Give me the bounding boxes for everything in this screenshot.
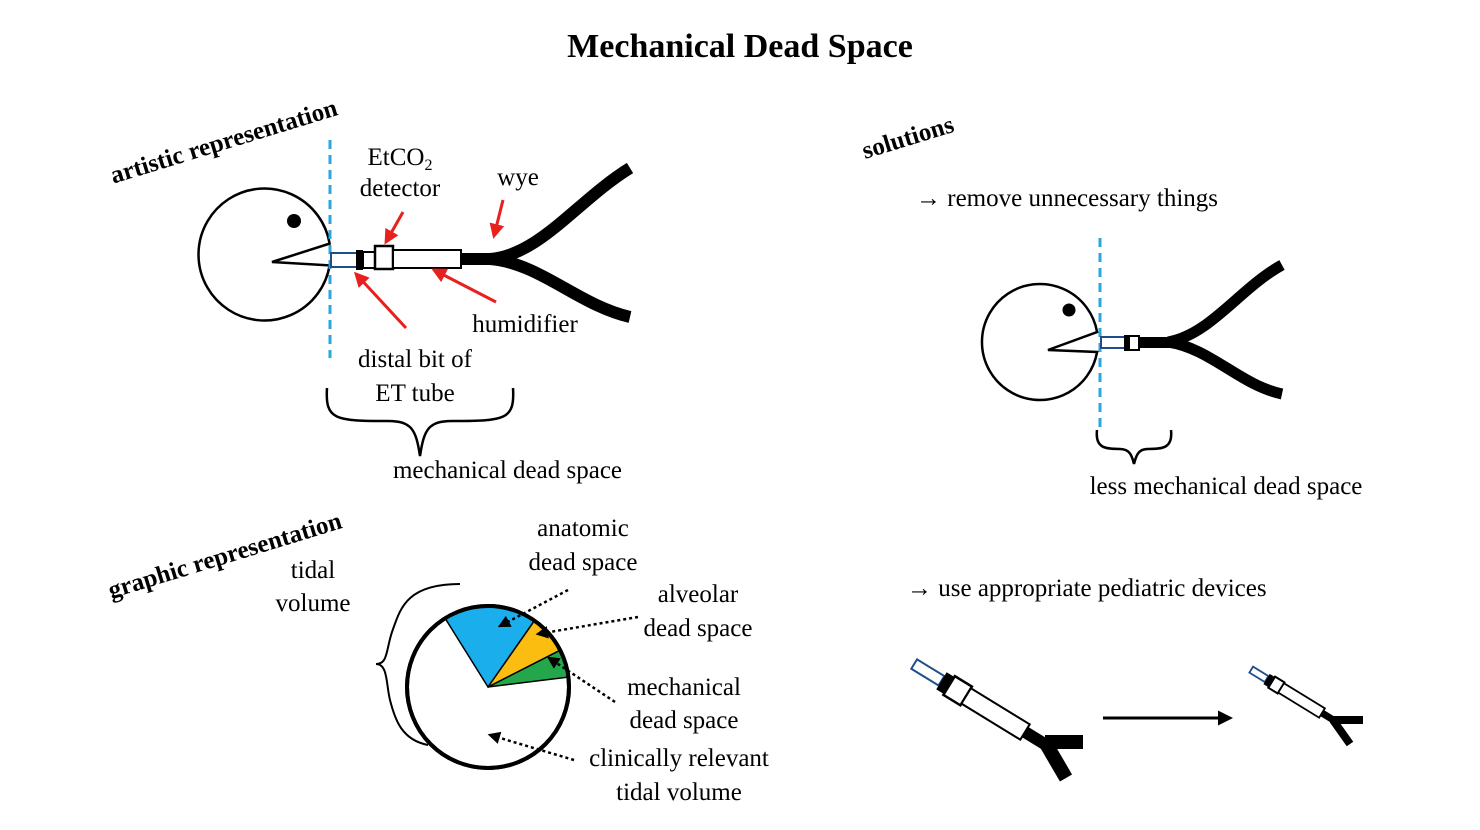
pediatric-device [1248,665,1337,724]
mechanical-dead-space-label: mechanical dead space [392,457,623,484]
humidifier-label: humidifier [472,311,578,338]
adult-device [909,658,1052,752]
anatomic-label-line2: dead space [528,549,638,576]
tidal-volume-label-line2: volume [275,590,351,617]
mechanical-label-line1: mechanical [627,674,741,701]
alveolar-label-line2: dead space [643,615,753,642]
solution-remove-unnecessary: → remove unnecessary things [916,185,1219,212]
annotation-arrows [353,199,505,330]
less-mds-brace [1095,429,1173,465]
anatomic-label-line1: anatomic [537,515,629,542]
artistic-tube-assembly [330,244,495,271]
et-tube-label-line2: ET tube [375,380,455,407]
artistic-face [197,187,332,322]
pediatric-device-wye [1329,716,1363,747]
mds-brace [325,387,515,457]
alveolar-label-line1: alveolar [657,581,739,608]
solutions-tube-assembly [1100,335,1173,351]
adult-device-wye [1038,735,1083,782]
solution-pediatric-devices: → use appropriate pediatric devices [907,575,1267,602]
et-tube-label-line1: distal bit of [358,346,472,373]
solutions-wye [1166,260,1285,400]
mechanical-label-line2: dead space [629,707,739,734]
etco2-label-line2: detector [359,175,441,202]
wye-connector [489,162,634,323]
diagram-title: Mechanical Dead Space [567,28,913,65]
etco2-label-line1: EtCO2 [367,144,433,174]
solutions-face [980,282,1099,402]
less-mechanical-dead-space-label: less mechanical dead space [1089,473,1363,500]
wye-label: wye [497,164,539,191]
pie-leader-lines [487,588,639,762]
clinical-tv-label-line1: clinically relevant [589,745,769,772]
tidal-volume-pie [405,604,571,770]
clinical-tv-label-line2: tidal volume [616,779,742,806]
tidal-volume-brace [375,583,461,746]
tidal-volume-label-line1: tidal [290,557,336,584]
